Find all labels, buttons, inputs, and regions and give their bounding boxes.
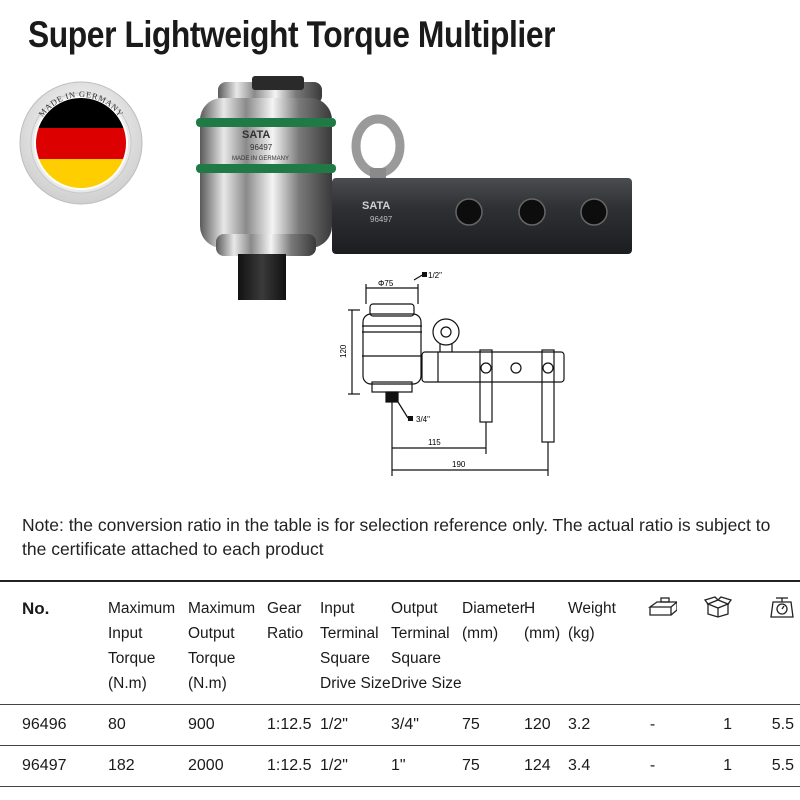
cell-no: 96496 [22, 716, 67, 733]
cell-gross-weight: 5.5 [771, 757, 794, 774]
table-row: 96497 182 2000 1:12.5 1/2" 1" 75 124 3.4… [0, 746, 800, 787]
dim-height: 120 [339, 344, 348, 358]
carton-box-icon [704, 596, 732, 618]
header-max-input-torque: Maximum Input Torque (N.m) [108, 600, 176, 692]
header-carton [683, 581, 738, 705]
technical-drawing: Φ75 1/2" 120 3/4" 115 190 [339, 271, 565, 476]
header-gear-ratio: Gear Ratio [267, 600, 304, 642]
cell-input-drive: 1/2" [320, 757, 348, 774]
cell-toolbox: - [649, 716, 656, 733]
table-row: 96496 80 900 1:12.5 1/2" 3/4" 75 120 3.2… [0, 705, 800, 746]
table-header-row: No. Maximum Input Torque (N.m) Maximum O… [0, 581, 800, 705]
header-output-drive: Output Terminal Square Drive Size [391, 600, 462, 692]
selection-note: Note: the conversion ratio in the table … [22, 515, 771, 559]
cell-carton: 1 [723, 716, 732, 733]
head-made-text: MADE IN GERMANY [232, 156, 289, 162]
cell-weight: 3.2 [568, 716, 591, 733]
head-brand: SATA [242, 129, 270, 141]
cell-output-drive: 3/4" [391, 716, 419, 733]
cell-gear-ratio: 1:12.5 [267, 757, 312, 774]
cell-no: 96497 [22, 757, 67, 774]
specification-table: No. Maximum Input Torque (N.m) Maximum O… [0, 580, 800, 787]
dim-input: 1/2" [428, 271, 442, 280]
scale-icon [770, 597, 794, 618]
product-illustration: SATA 96497 SATA 96497 MADE IN GERMANY [196, 76, 632, 300]
cell-diameter: 75 [462, 757, 480, 774]
lifting-eye [351, 114, 405, 178]
cell-input-drive: 1/2" [320, 716, 348, 733]
header-diameter: Diameter (mm) [462, 600, 525, 642]
made-in-germany-badge: MADE IN GERMANY [19, 81, 143, 205]
output-square-drive [238, 254, 286, 300]
arm-model: 96497 [370, 215, 393, 224]
header-input-drive: Input Terminal Square Drive Size [320, 600, 391, 692]
cell-max-input-torque: 80 [108, 716, 126, 733]
header-no: No. [22, 599, 50, 618]
dim-115: 115 [428, 438, 441, 447]
header-toolbox [622, 581, 683, 705]
cell-diameter: 75 [462, 716, 480, 733]
cell-h: 124 [524, 757, 551, 774]
dim-output: 3/4" [416, 415, 430, 424]
cell-max-output-torque: 2000 [188, 757, 224, 774]
arm-brand: SATA [362, 200, 390, 212]
head-model: 96497 [250, 143, 273, 152]
cell-gross-weight: 5.5 [771, 716, 794, 733]
arm-hole [455, 198, 483, 226]
header-weight-scale [738, 581, 800, 705]
cell-toolbox: - [649, 757, 656, 774]
arm-hole [580, 198, 608, 226]
dim-diameter: Φ75 [378, 279, 394, 288]
cell-gear-ratio: 1:12.5 [267, 716, 312, 733]
arm-hole [518, 198, 546, 226]
header-max-output-torque: Maximum Output Torque (N.m) [188, 600, 256, 692]
dim-190: 190 [452, 460, 466, 469]
cell-h: 120 [524, 716, 551, 733]
cell-output-drive: 1" [391, 757, 406, 774]
cell-weight: 3.4 [568, 757, 591, 774]
header-weight: Weight (kg) [568, 600, 616, 642]
flag-stripe-red [35, 128, 127, 159]
cell-max-input-torque: 182 [108, 757, 135, 774]
header-h: H (mm) [524, 600, 561, 642]
toolbox-icon [647, 597, 677, 616]
cell-max-output-torque: 900 [188, 716, 215, 733]
cell-carton: 1 [723, 757, 732, 774]
page-title: Super Lightweight Torque Multiplier [28, 14, 556, 55]
